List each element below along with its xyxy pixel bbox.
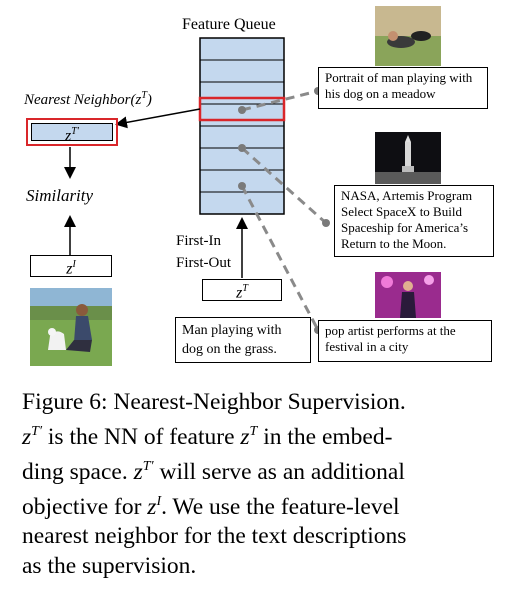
diagram-connectors [64,37,330,334]
zt-box: zT [202,279,282,301]
query-photo-man-dog [30,288,112,366]
description-box-3: pop artist performs at the festival in a… [318,320,492,362]
nearest-neighbor-label: Nearest Neighbor(zT) [24,90,152,108]
queue-title: Feature Queue [182,16,276,33]
text-query-box: Man playing with dog on the grass. [175,317,311,363]
similarity-label: Similarity [26,186,94,205]
dashed-connectors [240,89,327,331]
nn-arrow [115,108,201,129]
caption-line-3: ding space. zT′ will serve as an additio… [22,458,405,485]
zi-box: zI [30,255,112,277]
thumbnail-pop-artist [375,272,441,318]
description-box-1: Portrait of man playing with his dog on … [318,67,488,109]
thumbnail-spaceship [375,132,441,184]
thumbnail-man-dog-meadow [375,6,441,66]
caption-line-5: nearest neighbor for the text descriptio… [22,523,407,550]
figure-caption: Figure 6: Nearest-Neighbor Supervision. … [22,387,502,581]
caption-line-1: Figure 6: Nearest-Neighbor Supervision. [22,389,406,415]
caption-line-6: as the supervision. [22,553,197,580]
caption-line-4: objective for zI. We use the feature-lev… [22,493,400,520]
description-box-2: NASA, Artemis Program Select SpaceX to B… [334,185,494,257]
zt-prime-box: zT′ [26,118,118,146]
caption-line-2: zT′ is the NN of feature zT in the embed… [22,423,393,450]
fifo-label: First-In First-Out [176,233,232,271]
